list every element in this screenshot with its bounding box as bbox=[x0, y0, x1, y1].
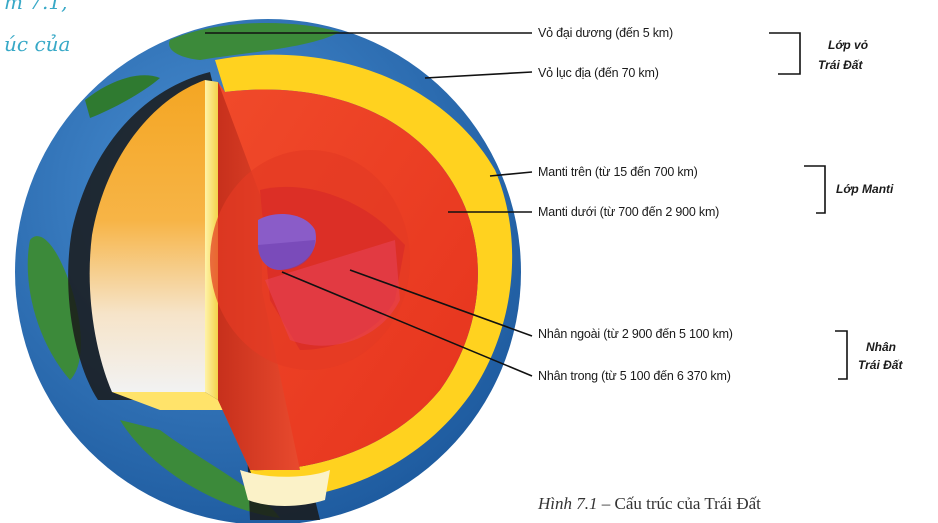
label-inner-core: Nhân trong (từ 5 100 đến 6 370 km) bbox=[538, 369, 731, 383]
label-ocean-crust: Vỏ đại dương (đến 5 km) bbox=[538, 26, 673, 40]
figure-title: – Cấu trúc của Trái Đất bbox=[598, 494, 761, 513]
figure-number: Hình 7.1 bbox=[538, 494, 598, 513]
label-lower-mantle: Manti dưới (từ 700 đến 2 900 km) bbox=[538, 205, 719, 219]
label-upper-mantle: Manti trên (từ 15 đến 700 km) bbox=[538, 165, 698, 179]
group-core-line2: Trái Đất bbox=[858, 358, 902, 373]
group-brackets bbox=[769, 33, 847, 379]
figure-caption: Hình 7.1 – Cấu trúc của Trái Đất bbox=[538, 494, 761, 514]
label-continental-crust: Vỏ lục địa (đến 70 km) bbox=[538, 66, 659, 80]
group-core-line1: Nhân bbox=[866, 340, 896, 355]
label-outer-core: Nhân ngoài (từ 2 900 đến 5 100 km) bbox=[538, 327, 733, 341]
group-crust-line1: Lớp vỏ bbox=[828, 38, 868, 53]
group-crust-line2: Trái Đất bbox=[818, 58, 862, 73]
group-mantle: Lớp Manti bbox=[836, 182, 893, 197]
